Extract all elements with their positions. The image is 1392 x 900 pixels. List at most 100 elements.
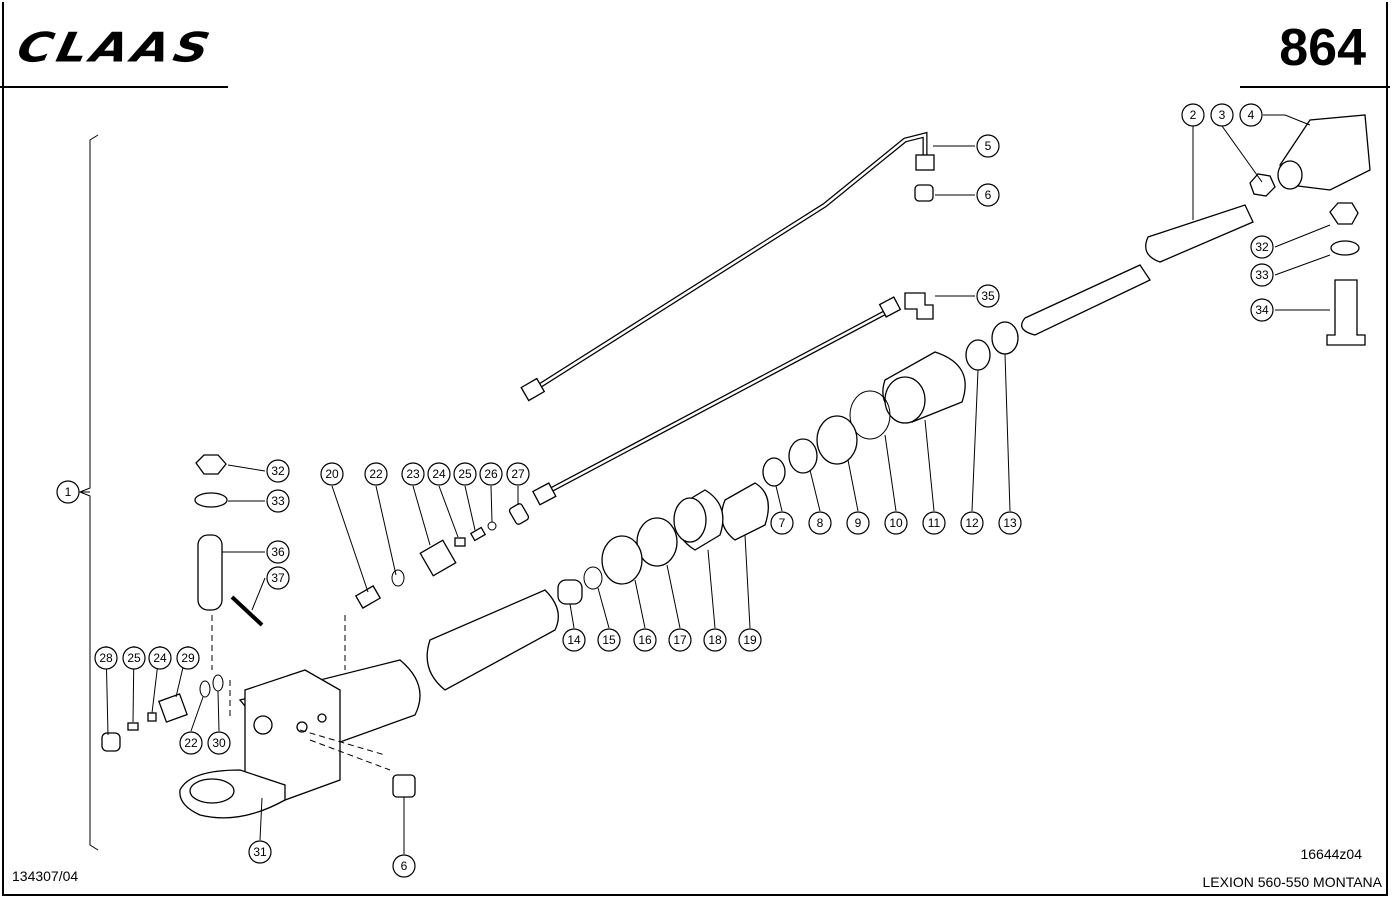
callout-32: 32	[1250, 235, 1274, 259]
callout-number: 36	[271, 545, 285, 559]
document-number: 134307/04	[12, 868, 79, 884]
callout-20: 20	[320, 462, 344, 486]
callout-number: 12	[965, 516, 979, 530]
fitting-23	[419, 539, 457, 577]
callout-number: 31	[253, 845, 267, 859]
callout-number: 17	[673, 633, 687, 647]
callout-number: 16	[638, 633, 652, 647]
seal-13	[991, 321, 1019, 355]
callout-number: 37	[271, 571, 285, 585]
callout-number: 4	[1248, 108, 1255, 122]
callout-33: 33	[266, 489, 290, 513]
callout-6: 6	[976, 183, 1000, 207]
plug-28	[101, 732, 121, 752]
model-name: LEXION 560-550 MONTANA	[1202, 874, 1382, 890]
bush-8	[788, 438, 818, 474]
oring-7	[762, 457, 786, 487]
callout-27: 27	[506, 462, 530, 486]
callout-1: 1	[56, 480, 80, 504]
callout-number: 1	[65, 485, 72, 499]
callout-22: 22	[179, 731, 203, 755]
callout-number: 23	[406, 467, 420, 481]
callout-number: 6	[985, 188, 992, 202]
callout-number: 14	[567, 633, 581, 647]
callout-number: 13	[1003, 516, 1017, 530]
callout-12: 12	[960, 511, 984, 535]
pin-36	[197, 534, 223, 611]
pin-34	[1326, 279, 1366, 346]
callout-number: 30	[212, 736, 226, 750]
callout-number: 22	[369, 467, 383, 481]
pipe-nut	[915, 154, 935, 171]
callout-24: 24	[427, 462, 451, 486]
callout-16: 16	[633, 628, 657, 652]
callout-number: 28	[99, 651, 113, 665]
callout-number: 33	[271, 494, 285, 508]
sleeve-19	[721, 482, 769, 541]
piston-rod	[1021, 264, 1151, 336]
callout-number: 9	[855, 516, 862, 530]
callout-32: 32	[266, 459, 290, 483]
callout-36: 36	[266, 540, 290, 564]
callout-31: 31	[248, 840, 272, 864]
pipe-nut-end	[520, 377, 546, 402]
callout-number: 19	[743, 633, 757, 647]
callout-26: 26	[479, 462, 503, 486]
elbow-fitting	[904, 292, 934, 320]
callout-11: 11	[922, 511, 946, 535]
callout-number: 24	[432, 467, 446, 481]
fitting-6b	[392, 774, 416, 798]
callout-number: 33	[1255, 268, 1269, 282]
callout-23: 23	[401, 462, 425, 486]
callout-2: 2	[1181, 103, 1205, 127]
callout-13: 13	[998, 511, 1022, 535]
callout-7: 7	[770, 511, 794, 535]
callout-number: 32	[1255, 240, 1269, 254]
callout-number: 20	[325, 467, 339, 481]
cylinder-barrel	[426, 589, 559, 691]
page-number: 864	[1279, 19, 1366, 77]
lock-nut	[1249, 173, 1276, 197]
callout-35: 35	[976, 284, 1000, 308]
callout-number: 8	[817, 516, 824, 530]
washer-33r	[1330, 240, 1360, 256]
callout-number: 24	[153, 651, 167, 665]
callout-28: 28	[94, 646, 118, 670]
callout-number: 25	[127, 651, 141, 665]
callout-33: 33	[1250, 263, 1274, 287]
callout-25: 25	[453, 462, 477, 486]
fitting-29	[158, 693, 188, 723]
ring-17	[636, 517, 678, 567]
callout-24: 24	[148, 646, 172, 670]
callout-number: 29	[181, 651, 195, 665]
washer-33l	[194, 492, 228, 508]
callout-number: 5	[985, 139, 992, 153]
callout-number: 32	[271, 464, 285, 478]
callout-5: 5	[976, 134, 1000, 158]
callout-37: 37	[266, 566, 290, 590]
fitting-27	[508, 503, 530, 525]
seal-12	[965, 339, 991, 371]
callout-22: 22	[364, 462, 388, 486]
callout-number: 2	[1190, 108, 1197, 122]
header-divider-left	[0, 86, 228, 88]
callout-4: 4	[1239, 103, 1263, 127]
callout-14: 14	[562, 628, 586, 652]
callout-8: 8	[808, 511, 832, 535]
callout-number: 11	[928, 516, 941, 530]
callout-number: 25	[458, 467, 472, 481]
header-divider-right	[1240, 86, 1390, 88]
callout-29: 29	[176, 646, 200, 670]
callout-34: 34	[1250, 298, 1274, 322]
callout-19: 19	[738, 628, 762, 652]
oring-15	[583, 566, 603, 590]
callout-10: 10	[884, 511, 908, 535]
callout-25: 25	[122, 646, 146, 670]
nut-32r	[1329, 202, 1359, 225]
callout-number: 34	[1255, 303, 1269, 317]
ring-16	[601, 535, 643, 585]
callout-3: 3	[1210, 103, 1234, 127]
callout-9: 9	[846, 511, 870, 535]
